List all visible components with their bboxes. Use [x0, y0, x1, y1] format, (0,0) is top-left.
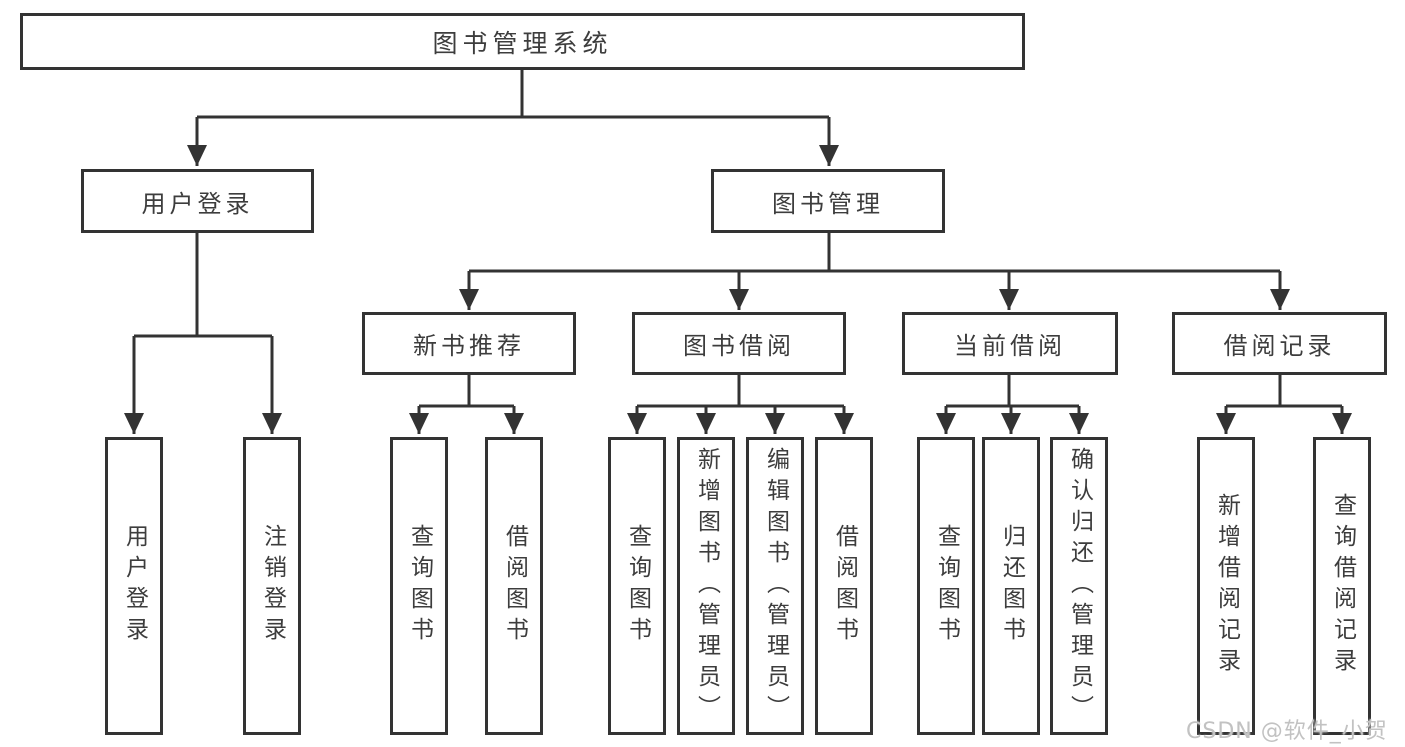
- node-label: 查询借阅记录: [1329, 493, 1356, 679]
- node-borrowing-records: 借阅记录: [1172, 312, 1387, 375]
- leaf-logout: 注销登录: [243, 437, 301, 735]
- node-label: 注销登录: [259, 524, 286, 648]
- node-label: 借阅图书: [831, 524, 858, 648]
- leaf-return-books: 归还图书: [982, 437, 1040, 735]
- node-label: 图书管理: [772, 189, 884, 218]
- leaf-edit-books-admin: 编辑图书（管理员）: [746, 437, 804, 735]
- leaf-query-books-current: 查询图书: [917, 437, 975, 735]
- node-label: 查询图书: [406, 524, 433, 648]
- leaf-query-books-borrow: 查询图书: [608, 437, 666, 735]
- node-label: 编辑图书（管理员）: [762, 446, 789, 726]
- node-label: 借阅图书: [501, 524, 528, 648]
- node-label: 确认归还（管理员）: [1066, 446, 1093, 726]
- node-user-login: 用户登录: [81, 169, 314, 233]
- node-label: 图书管理系统: [432, 28, 613, 58]
- leaf-add-books-admin: 新增图书（管理员）: [677, 437, 735, 735]
- csdn-watermark: CSDN @软件_小贺同学: [1186, 719, 1388, 744]
- node-label: 用户登录: [141, 189, 254, 218]
- leaf-user-login: 用户登录: [105, 437, 163, 735]
- node-label: 当前借阅: [954, 332, 1066, 360]
- node-book-management: 图书管理: [711, 169, 945, 233]
- node-current-borrowing: 当前借阅: [902, 312, 1118, 375]
- node-label: 新增图书（管理员）: [693, 446, 720, 726]
- node-label: 新增借阅记录: [1213, 493, 1240, 679]
- leaf-confirm-return-admin: 确认归还（管理员）: [1050, 437, 1108, 735]
- node-library-management-system: 图书管理系统: [20, 13, 1025, 70]
- leaf-query-books-recommend: 查询图书: [390, 437, 448, 735]
- leaf-borrow-books: 借阅图书: [815, 437, 873, 735]
- node-new-book-recommendation: 新书推荐: [362, 312, 576, 375]
- node-label: 新书推荐: [413, 332, 525, 360]
- node-label: 用户登录: [121, 524, 148, 648]
- leaf-add-borrow-record: 新增借阅记录: [1197, 437, 1255, 735]
- node-book-borrowing: 图书借阅: [632, 312, 846, 375]
- node-label: 借阅记录: [1223, 332, 1336, 360]
- node-label: 查询图书: [624, 524, 651, 648]
- node-label: 图书借阅: [683, 332, 795, 360]
- leaf-borrow-books-recommend: 借阅图书: [485, 437, 543, 735]
- node-label: 归还图书: [998, 524, 1025, 648]
- leaf-query-borrow-record: 查询借阅记录: [1313, 437, 1371, 735]
- node-label: 查询图书: [933, 524, 960, 648]
